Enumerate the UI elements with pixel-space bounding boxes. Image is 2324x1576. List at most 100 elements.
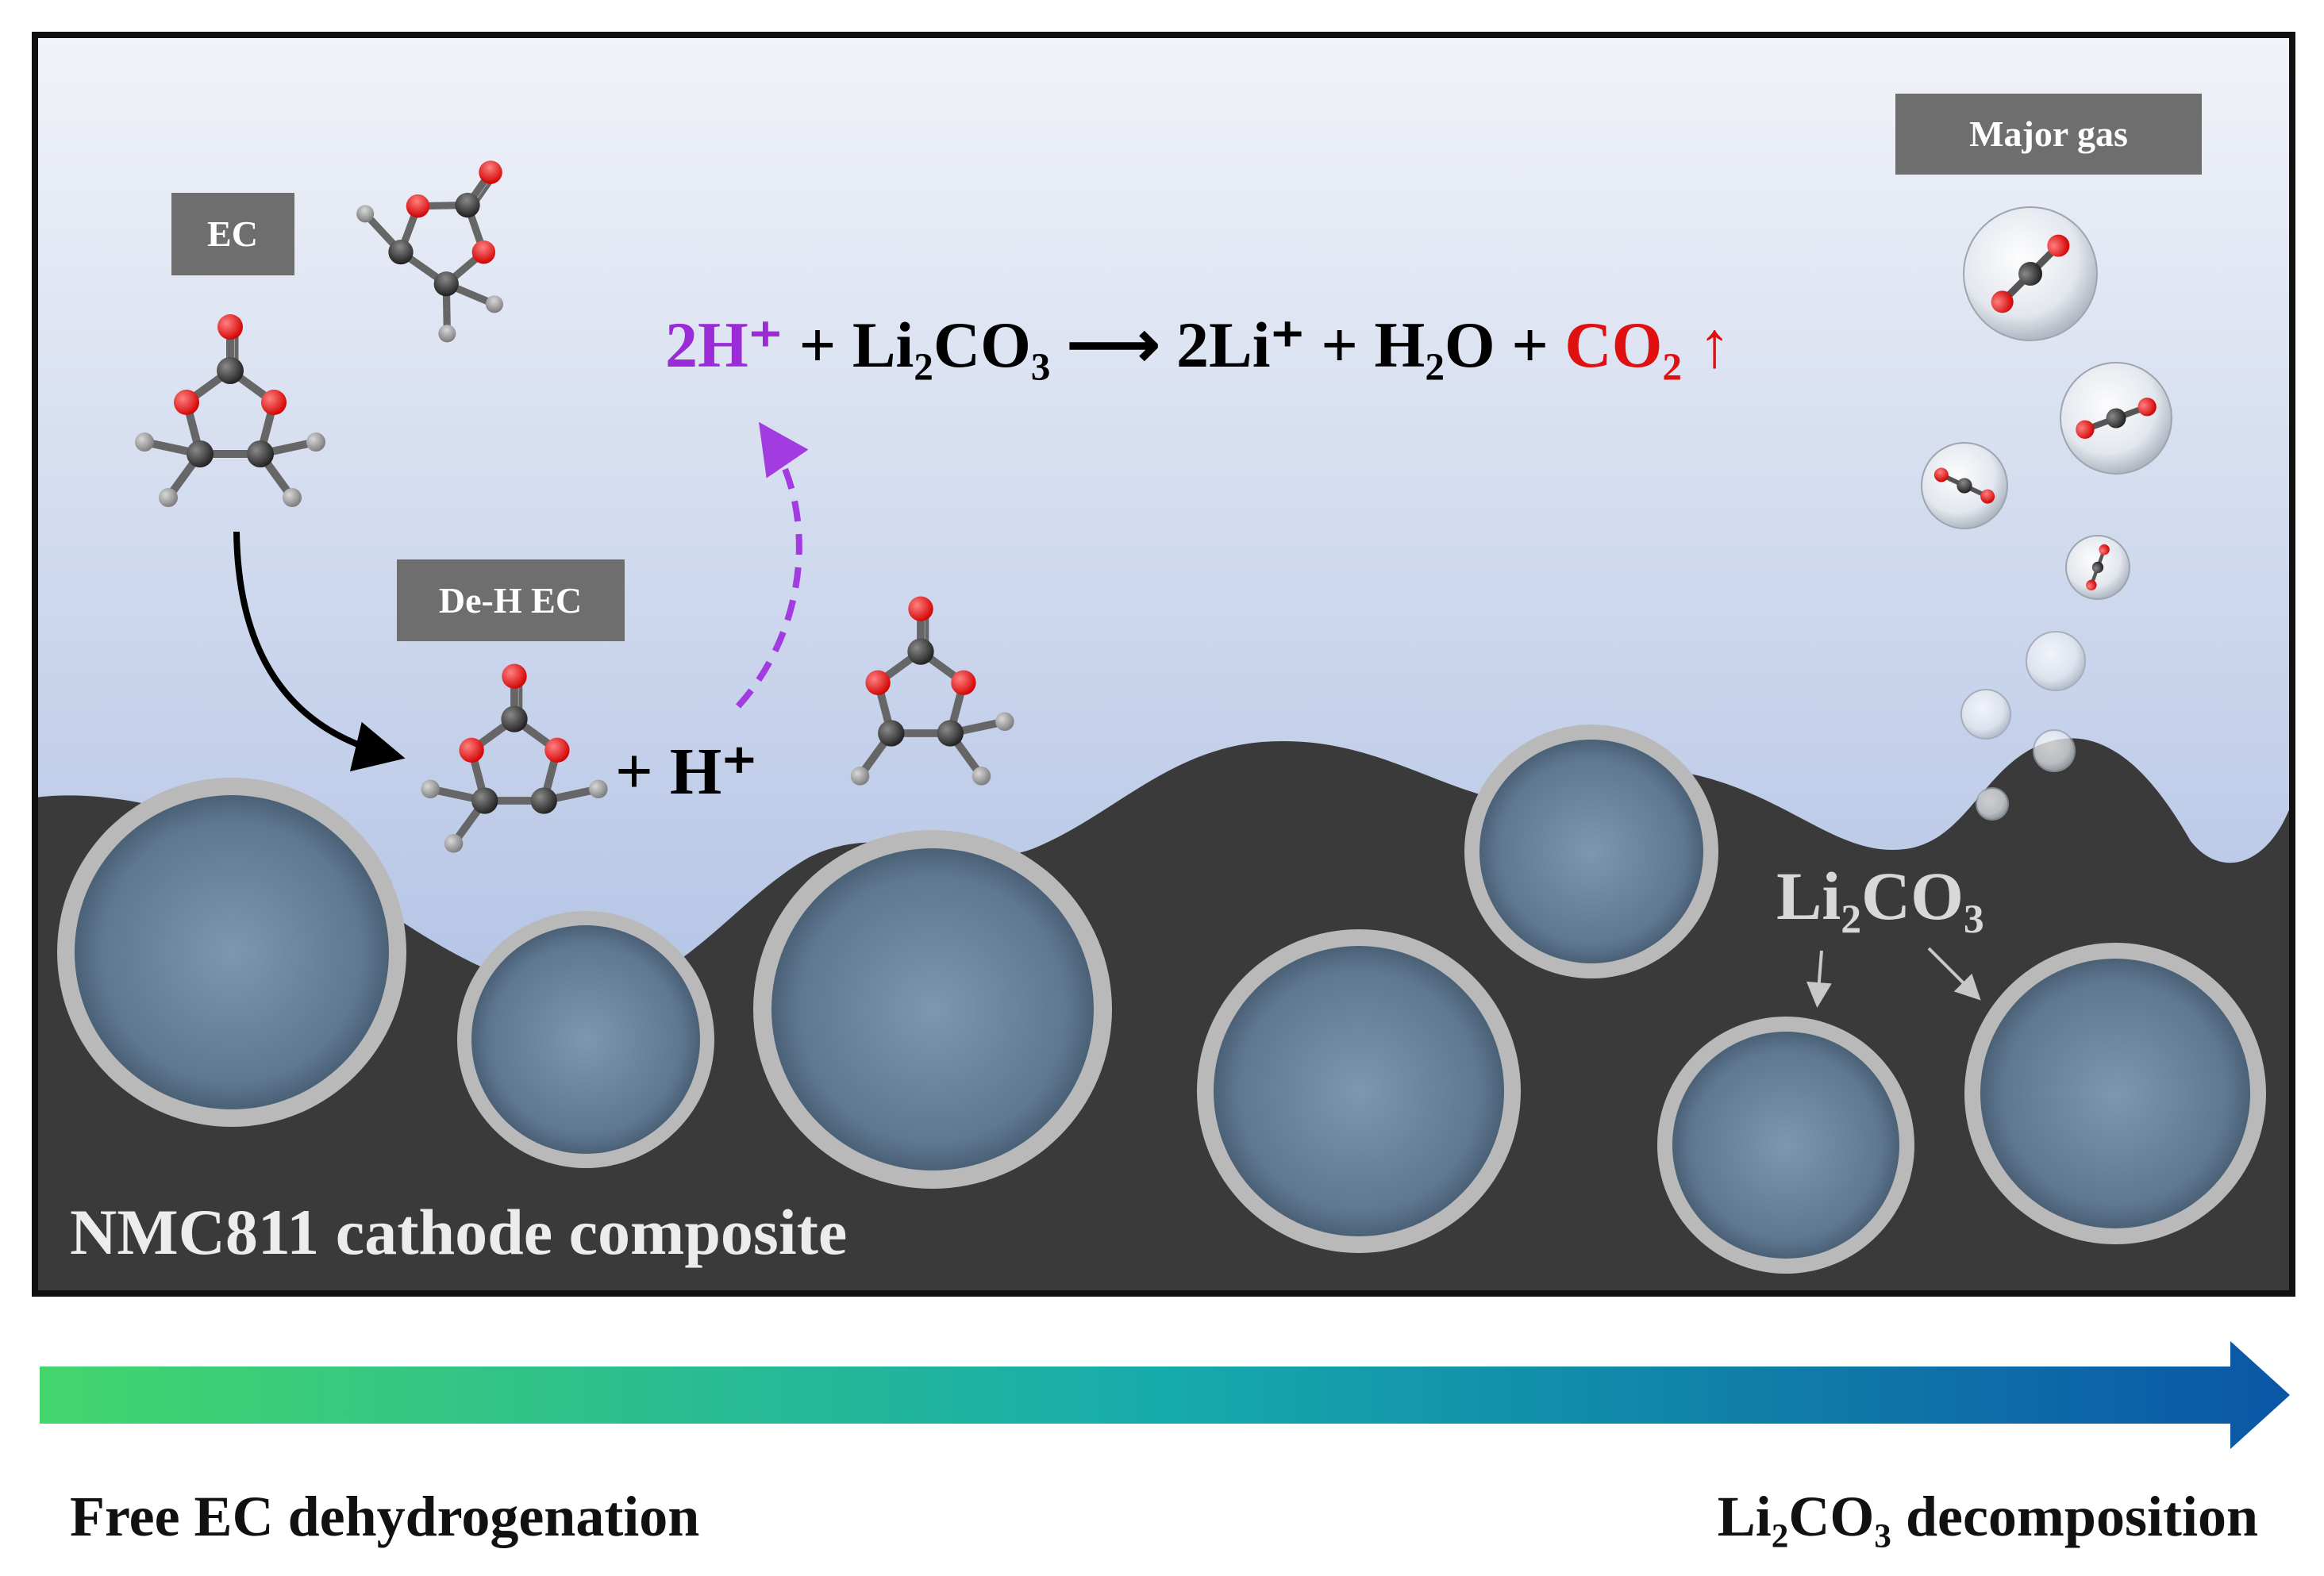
- carbon-atom: [455, 192, 480, 218]
- co2-molecule: [1991, 234, 2070, 313]
- process-end-label: Li₂CO₃ decomposition: [1718, 1485, 2258, 1548]
- bubble: [2026, 631, 2086, 691]
- carbon-atom: [2106, 408, 2126, 429]
- hydrogen-atom: [589, 779, 608, 799]
- panel: Li₂CO₃ NMC811 cathode composite EC De-H …: [35, 35, 2292, 1293]
- particle: [1657, 1017, 1914, 1274]
- product-co2-gas: CO₂ ↑: [1564, 309, 1730, 381]
- carbon-atom: [2091, 561, 2104, 574]
- co2-molecule: [1933, 467, 1995, 504]
- hydrogen-atom: [972, 767, 991, 786]
- process-progress-arrow: [40, 1341, 2290, 1449]
- ec-molecule: [135, 314, 325, 507]
- ec-label: EC: [207, 213, 258, 254]
- carbon-atom: [187, 440, 214, 467]
- carbon-atom: [530, 787, 557, 814]
- de-h-ec-label-box: De-H EC: [397, 559, 625, 641]
- oxygen-atom: [479, 160, 502, 184]
- oxygen-atom: [459, 737, 484, 763]
- oxygen-atom: [471, 240, 496, 264]
- gas-bubble: [1963, 206, 2098, 341]
- gas-bubble: [2033, 729, 2076, 772]
- proton-transfer-arrow: [736, 421, 809, 709]
- major-gas-label-box: Major gas: [1895, 94, 2202, 175]
- gas-bubble: [1960, 689, 2011, 740]
- plus-sign: +: [1305, 309, 1375, 381]
- bubble: [1960, 689, 2011, 740]
- ec-molecule: [356, 160, 503, 343]
- reactant-li2co3: Li₂CO₃: [852, 309, 1051, 381]
- oxygen-atom: [2047, 234, 2070, 257]
- carbon-atom: [247, 440, 274, 467]
- hydrogen-atom: [850, 767, 870, 786]
- particle: [457, 911, 714, 1168]
- proton-release-label: + H⁺: [615, 735, 757, 809]
- particle: [1197, 929, 1521, 1253]
- hydrogen-atom: [438, 325, 456, 343]
- oxygen-atom: [544, 737, 570, 763]
- process-start-label: Free EC dehydrogenation: [70, 1485, 699, 1548]
- hydrogen-atom: [135, 432, 154, 452]
- carbon-atom: [907, 638, 934, 665]
- oxygen-atom: [261, 390, 287, 415]
- gas-bubble: [1921, 442, 2008, 529]
- particle: [1464, 725, 1718, 978]
- gas-bubble: [2026, 631, 2086, 691]
- panel-frame: [32, 32, 2295, 1297]
- particle: [753, 830, 1112, 1189]
- oxygen-atom: [502, 663, 527, 689]
- carbon-atom: [937, 720, 964, 747]
- bubble: [2033, 729, 2076, 772]
- hydrogen-atom: [995, 712, 1014, 732]
- oxygen-atom: [2086, 579, 2097, 591]
- oxygen-atom: [2099, 544, 2110, 555]
- co2-bubbles: [1921, 206, 2172, 821]
- hydrogen-atom: [421, 779, 440, 799]
- gas-bubble: [2060, 362, 2172, 475]
- major-gas-label: Major gas: [1969, 113, 2128, 154]
- reactant-protons: 2H⁺: [665, 309, 783, 381]
- carbon-atom: [217, 357, 244, 384]
- dehydrogenation-arrow: [233, 531, 406, 772]
- oxygen-atom: [951, 670, 976, 695]
- oxygen-atom: [2137, 398, 2157, 417]
- cathode-particles: [57, 725, 2266, 1274]
- carbon-atom: [2018, 262, 2042, 286]
- particle: [57, 778, 406, 1127]
- co2-molecule: [2086, 544, 2110, 591]
- li2co3-pointer-arrow: [1806, 950, 1832, 1008]
- li2co3-label: Li₂CO₃: [1776, 858, 1984, 934]
- co2-molecule: [2076, 398, 2157, 439]
- oxygen-atom: [406, 194, 430, 218]
- li2co3-pointer-arrow: [1927, 947, 1981, 1001]
- oxygen-atom: [908, 596, 933, 621]
- hydrogen-atom: [306, 432, 325, 452]
- ec-molecule: [850, 596, 1014, 786]
- oxygen-atom: [2076, 420, 2095, 439]
- carbon-atom: [471, 787, 498, 814]
- plus-sign: +: [783, 309, 852, 381]
- hydrogen-atom: [283, 488, 302, 507]
- cathode-composite-label: NMC811 cathode composite: [70, 1196, 847, 1268]
- hydrogen-atom: [356, 205, 375, 223]
- hydrogen-atom: [485, 295, 503, 313]
- ec-label-box: EC: [171, 193, 294, 275]
- hydrogen-atom: [159, 488, 178, 507]
- product-lithium-ions: 2Li⁺: [1176, 309, 1305, 381]
- gas-bubble: [1976, 787, 2009, 821]
- oxygen-atom: [1933, 467, 1949, 482]
- oxygen-atom: [174, 390, 199, 415]
- oxygen-atom: [1991, 290, 2014, 313]
- plus-sign: +: [1495, 309, 1565, 381]
- carbon-atom: [878, 720, 905, 747]
- hydrogen-atom: [444, 834, 464, 853]
- molecules: [135, 160, 1014, 853]
- oxygen-atom: [865, 670, 891, 695]
- carbon-atom: [388, 239, 414, 265]
- reaction-arrow: ⟶: [1050, 309, 1176, 381]
- oxygen-atom: [217, 314, 243, 340]
- carbon-atom: [1957, 478, 1972, 494]
- carbon-atom: [501, 705, 528, 732]
- product-water: H₂O: [1375, 309, 1495, 381]
